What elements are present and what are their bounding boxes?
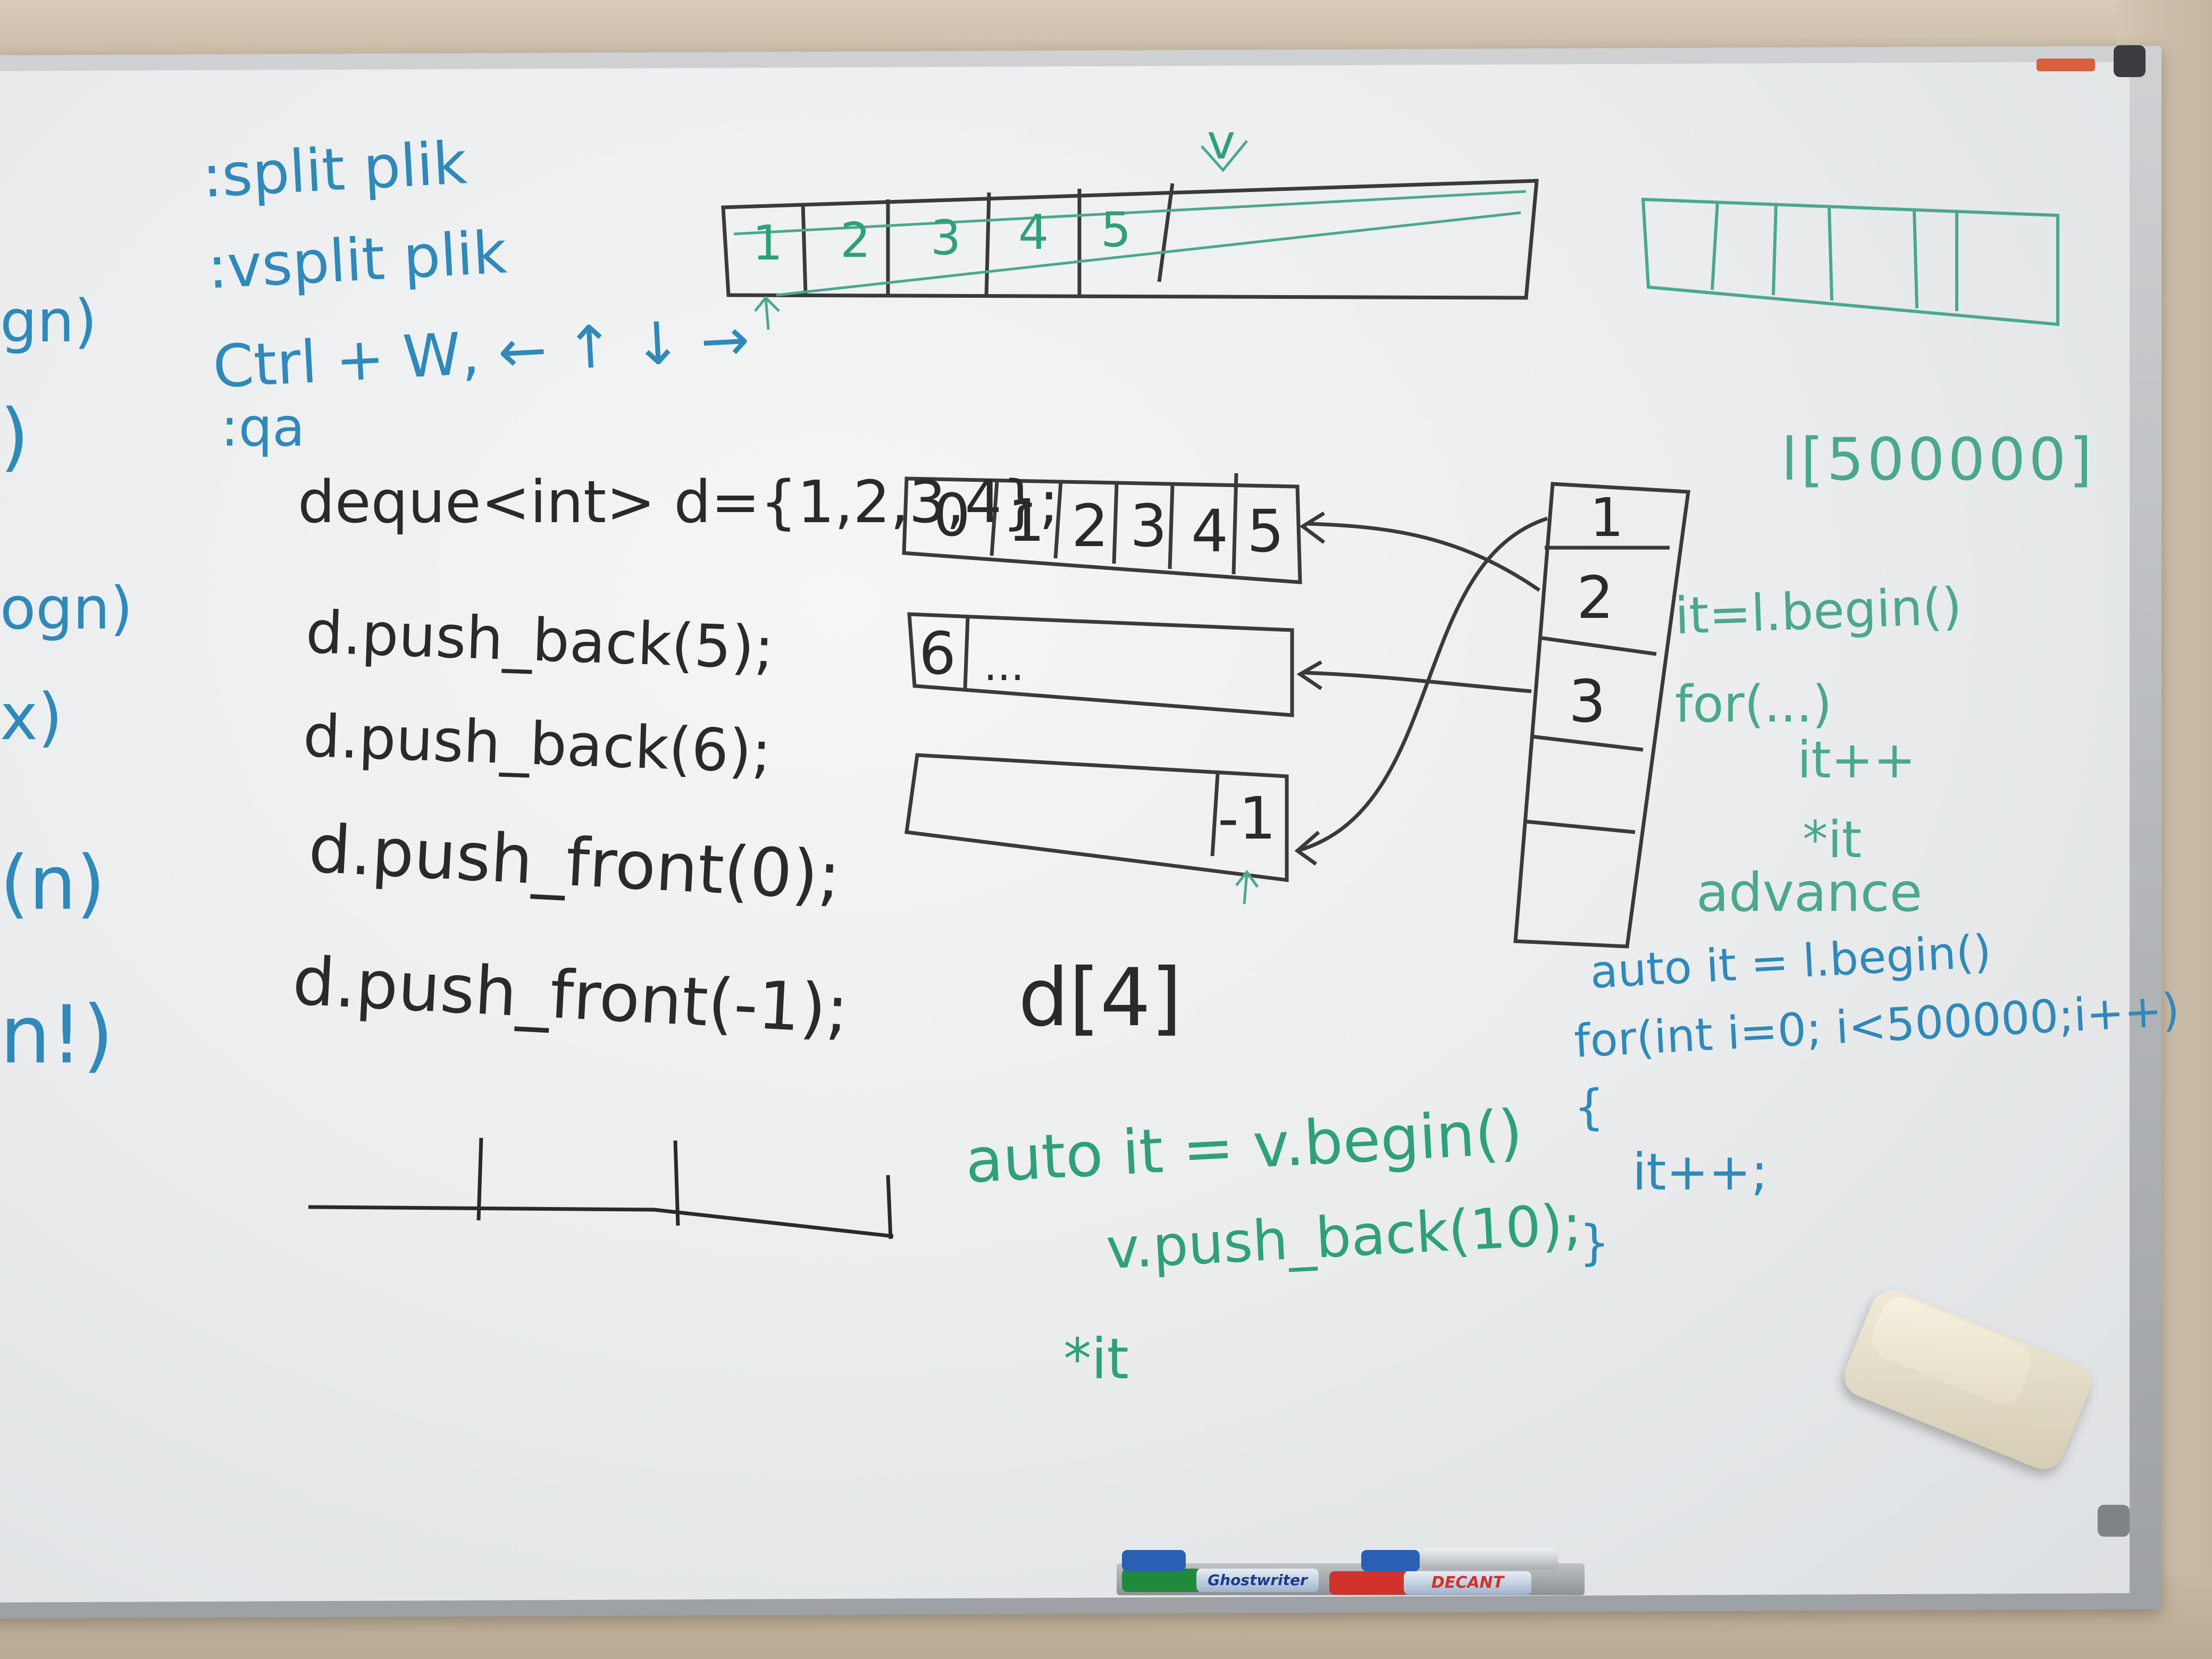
left-fragment-3: ogn) <box>0 574 133 642</box>
left-fragment-5: (n) <box>0 840 105 927</box>
loop-code-open-brace: { <box>1574 1079 1605 1135</box>
vim-note-qa: :qa <box>221 396 305 458</box>
bottom-left-sketch <box>308 1137 894 1239</box>
map-cell-1: 1 <box>1590 487 1624 549</box>
iterator-note-begin: it=l.begin() <box>1674 577 1963 646</box>
top-right-array <box>1641 197 2059 326</box>
blue-marker-cap[interactable] <box>1122 1550 1186 1571</box>
vim-note-split: :split plik <box>200 129 469 211</box>
top-array-label: v <box>1207 114 1236 170</box>
frame-corner-bottom-right <box>2098 1505 2130 1537</box>
deque-block-2-first: 6 <box>919 619 956 688</box>
top-array-cell-3: 3 <box>931 210 961 266</box>
top-array-cell-4: 4 <box>1018 205 1049 261</box>
deque-block-1-cell-0: 0 <box>933 481 970 549</box>
list-size-code: l[500000] <box>1781 425 2096 493</box>
left-fragment-6: n!) <box>0 989 114 1082</box>
iterator-note-deref: *it <box>1803 811 1862 869</box>
red-marker-body[interactable]: DECANT <box>1404 1571 1531 1595</box>
vector-code-deref: *it <box>1063 1327 1129 1392</box>
deque-block-1-cell-3: 3 <box>1130 492 1167 560</box>
deque-block-2 <box>907 612 1294 717</box>
loop-code-increment: it++; <box>1632 1143 1768 1202</box>
loop-code-close-brace: } <box>1579 1215 1610 1271</box>
left-fragment-2: ) <box>0 393 29 480</box>
map-arrows <box>1294 512 1548 866</box>
left-fragment-4: x) <box>0 681 63 755</box>
index-expression: d[4] <box>1018 952 1182 1044</box>
map-cell-3: 3 <box>1569 667 1606 735</box>
code-deque-declaration: deque<int> d={1,2,3,4}; <box>298 468 1059 536</box>
top-array-cell-1: 1 <box>752 215 783 271</box>
top-array <box>721 179 1539 300</box>
second-blue-marker-cap[interactable] <box>1361 1550 1420 1571</box>
deque-block-2-ellipsis: ... <box>984 641 1025 690</box>
deque-block-3-pointer <box>1235 869 1259 904</box>
map-cell-2: 2 <box>1577 564 1614 632</box>
deque-block-1-cell-1: 1 <box>1008 487 1045 555</box>
iterator-note-advance: advance <box>1696 861 1923 924</box>
top-array-cell-5: 5 <box>1101 202 1132 258</box>
green-marker-body[interactable]: Ghostwriter <box>1196 1569 1319 1592</box>
deque-block-1 <box>902 473 1302 584</box>
deque-block-1-cell-5: 5 <box>1247 497 1284 565</box>
map-column <box>1513 482 1690 949</box>
top-array-cell-2: 2 <box>840 213 871 269</box>
deque-block-3 <box>904 753 1289 882</box>
top-array-green-strokes <box>733 140 1527 330</box>
iterator-note-for: for(...) <box>1675 675 1832 734</box>
left-fragment-1: gn) <box>0 287 97 355</box>
deque-block-3-last: -1 <box>1218 784 1276 852</box>
red-marker-cap[interactable] <box>1329 1571 1409 1595</box>
deque-block-1-cell-4: 4 <box>1191 497 1228 565</box>
magnet-red <box>2037 58 2095 71</box>
iterator-note-increment: it++ <box>1797 731 1916 790</box>
green-marker-cap[interactable] <box>1122 1569 1202 1592</box>
deque-block-1-cell-2: 2 <box>1071 492 1109 560</box>
second-blue-marker-body[interactable] <box>1420 1548 1558 1570</box>
frame-corner-top-right <box>2114 45 2146 77</box>
